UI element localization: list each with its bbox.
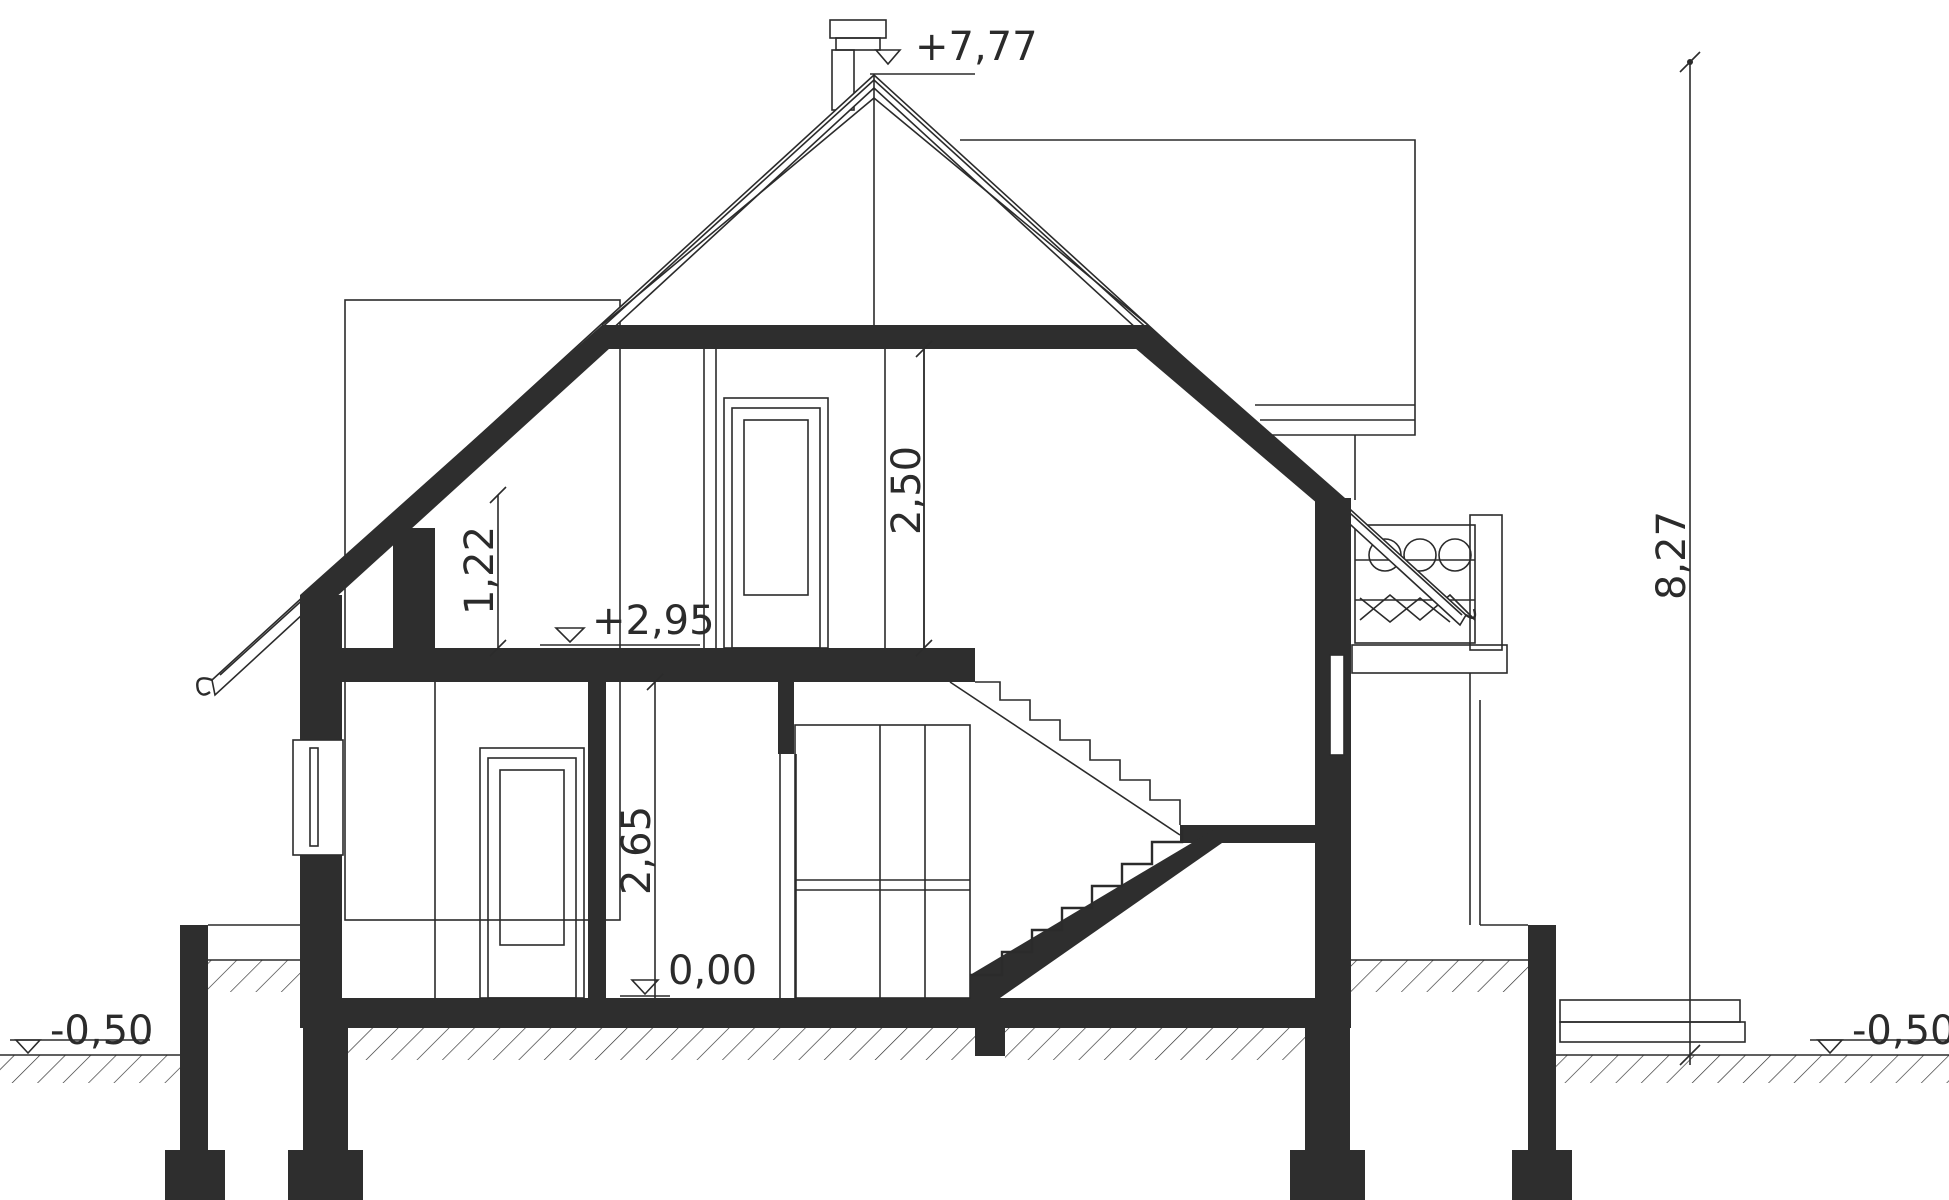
ridge-level-label: +7,77 bbox=[915, 24, 1038, 70]
interior-lines bbox=[434, 349, 971, 999]
level-markers bbox=[10, 49, 1949, 1055]
ground-floor-level-label: 0,00 bbox=[668, 948, 757, 994]
terrain bbox=[0, 924, 1949, 1083]
roof bbox=[196, 73, 1477, 697]
dimension-lines bbox=[489, 51, 1701, 1066]
total-height-dimension: 8,27 bbox=[1649, 511, 1695, 600]
windows bbox=[292, 654, 1345, 856]
background-elevation bbox=[344, 139, 1746, 1043]
terrain-left-level-label: -0,50 bbox=[50, 1008, 154, 1054]
doors bbox=[479, 397, 829, 999]
balcony-railing bbox=[1354, 524, 1476, 644]
staircase bbox=[949, 681, 1222, 998]
attic-floor-level-label: +2,95 bbox=[592, 598, 715, 644]
ground-clear-height-dimension: 2,65 bbox=[614, 806, 660, 895]
knee-wall-height-dimension: 1,22 bbox=[457, 526, 503, 615]
structure bbox=[165, 325, 1572, 1200]
terrain-right-level-label: -0,50 bbox=[1852, 1008, 1949, 1054]
attic-clear-height-dimension: 2,50 bbox=[884, 446, 930, 535]
